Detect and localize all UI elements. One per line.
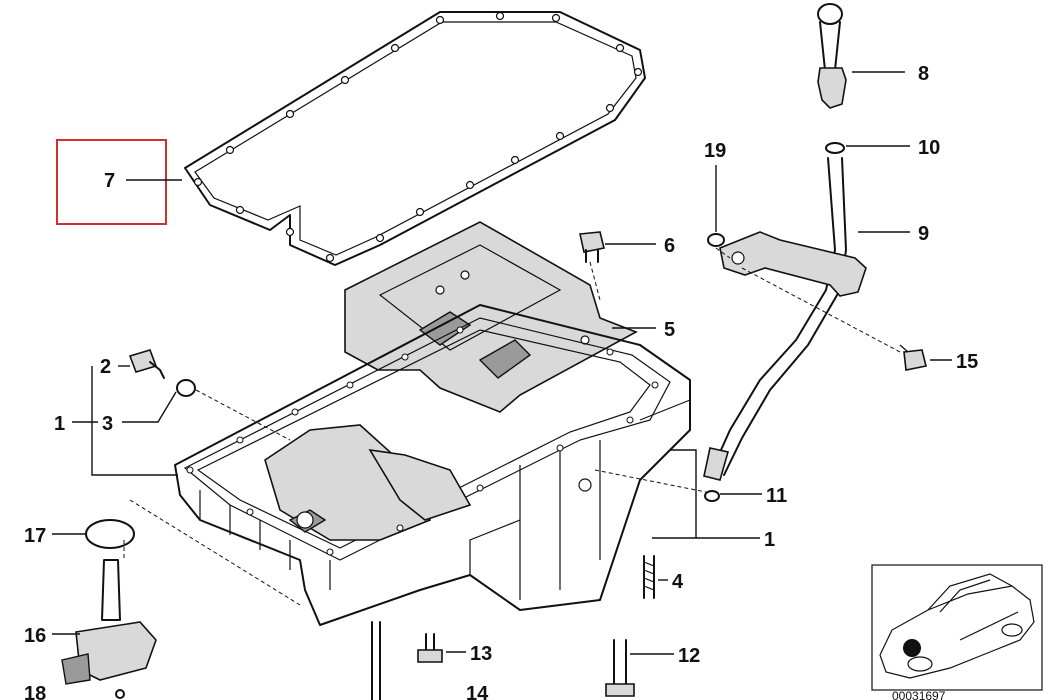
- sealing-ring[interactable]: [176, 379, 196, 397]
- callout-17: 17: [24, 525, 46, 547]
- bolt[interactable]: [605, 639, 635, 697]
- callout-18: 18: [24, 683, 46, 700]
- screw[interactable]: [115, 689, 125, 699]
- callout-3: 3: [102, 413, 113, 435]
- dipstick[interactable]: [817, 3, 847, 109]
- callout-9: 9: [918, 223, 929, 245]
- callout-12: 12: [678, 645, 700, 667]
- washer[interactable]: [707, 233, 725, 247]
- bolt[interactable]: [371, 621, 381, 700]
- callout-19: 19: [704, 140, 726, 162]
- callout-1-right: 1: [764, 529, 775, 551]
- oil-pan-gasket[interactable]: [184, 11, 646, 266]
- bracket[interactable]: [719, 231, 867, 297]
- callout-5: 5: [664, 319, 675, 341]
- baffle-plate[interactable]: [344, 221, 638, 413]
- callout-15: 15: [956, 351, 978, 373]
- bolt[interactable]: [579, 231, 605, 263]
- callout-16: 16: [24, 625, 46, 647]
- location-marker: [903, 639, 921, 657]
- sealing-ring[interactable]: [85, 519, 135, 549]
- callout-labels: 7 8 10 19 9 6 5 15 11 1 4 12 13 14 2 1 3…: [24, 63, 978, 700]
- oil-level-sensor[interactable]: [61, 559, 157, 685]
- vehicle-location-inset: 00031697: [871, 564, 1043, 700]
- callout-1-left: 1: [54, 413, 65, 435]
- bolt[interactable]: [899, 344, 927, 371]
- callout-6: 6: [664, 235, 675, 257]
- callout-11: 11: [766, 485, 787, 507]
- callout-13: 13: [470, 643, 492, 665]
- callout-14: 14: [466, 683, 489, 700]
- drain-plug[interactable]: [128, 349, 165, 379]
- guide-tube[interactable]: [703, 157, 847, 481]
- alignment-lines: [123, 247, 901, 606]
- seal-ring[interactable]: [704, 490, 720, 502]
- stud-bolt[interactable]: [643, 555, 655, 599]
- drawing-number: 00031697: [892, 689, 946, 700]
- callout-7: 7: [104, 170, 115, 192]
- callout-4: 4: [672, 571, 684, 593]
- highlight-box: [56, 139, 167, 225]
- callout-8: 8: [918, 63, 929, 85]
- oil-pan[interactable]: [174, 304, 691, 626]
- o-ring[interactable]: [825, 142, 845, 154]
- leader-lines: [52, 71, 952, 655]
- bolt[interactable]: [417, 633, 443, 663]
- callout-10: 10: [918, 137, 940, 159]
- callout-2: 2: [100, 356, 111, 378]
